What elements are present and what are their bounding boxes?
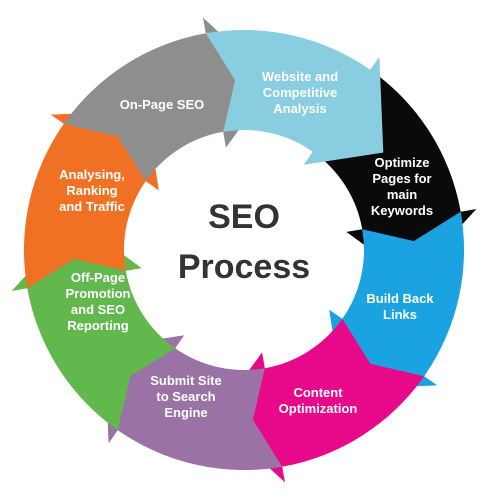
segments-group bbox=[11, 17, 477, 483]
process-step-arrow-8 bbox=[205, 29, 384, 165]
process-step-label-line: Submit Site bbox=[150, 373, 222, 388]
process-step-label-line: Engine bbox=[164, 405, 207, 420]
process-step-label-line: Build Back bbox=[366, 291, 434, 306]
center-title-line2: Process bbox=[178, 248, 310, 286]
process-step-label-line: Links bbox=[383, 307, 417, 322]
process-step-arrow-3 bbox=[214, 318, 425, 483]
process-step-arrow-2 bbox=[329, 211, 465, 390]
center-title-line1: SEO bbox=[208, 198, 280, 236]
process-step-label-line: to Search bbox=[156, 389, 215, 404]
process-step-label-line: Off-Page bbox=[71, 270, 125, 285]
process-step-label-line: and Traffic bbox=[59, 199, 125, 214]
process-step-label-line: Optimization bbox=[279, 401, 358, 416]
process-step-label-line: Ranking bbox=[66, 183, 117, 198]
process-step-arrow-4 bbox=[104, 335, 283, 471]
process-step-label-line: Competitive bbox=[263, 85, 337, 100]
process-step-arrow-5 bbox=[11, 220, 176, 431]
process-step-arrow-7 bbox=[63, 17, 274, 182]
process-step-label-line: On-Page SEO bbox=[120, 97, 205, 112]
process-step-arrow-1 bbox=[312, 69, 477, 280]
process-step-arrow-6 bbox=[23, 110, 159, 289]
process-step-label-line: and SEO bbox=[71, 302, 125, 317]
process-step-label-line: Optimize bbox=[375, 155, 430, 170]
process-step-label-line: main bbox=[387, 187, 417, 202]
process-step-label-line: Analysis bbox=[273, 101, 326, 116]
process-step-label-line: Pages for bbox=[372, 171, 431, 186]
process-step-label-line: Website and bbox=[262, 69, 338, 84]
process-step-label-line: Content bbox=[293, 385, 343, 400]
process-step-label-8: On-Page SEO bbox=[120, 97, 205, 112]
process-step-label-line: Keywords bbox=[371, 203, 433, 218]
process-step-label-line: Promotion bbox=[66, 286, 131, 301]
process-step-label-line: Analysing, bbox=[59, 167, 125, 182]
process-step-label-line: Reporting bbox=[67, 318, 128, 333]
